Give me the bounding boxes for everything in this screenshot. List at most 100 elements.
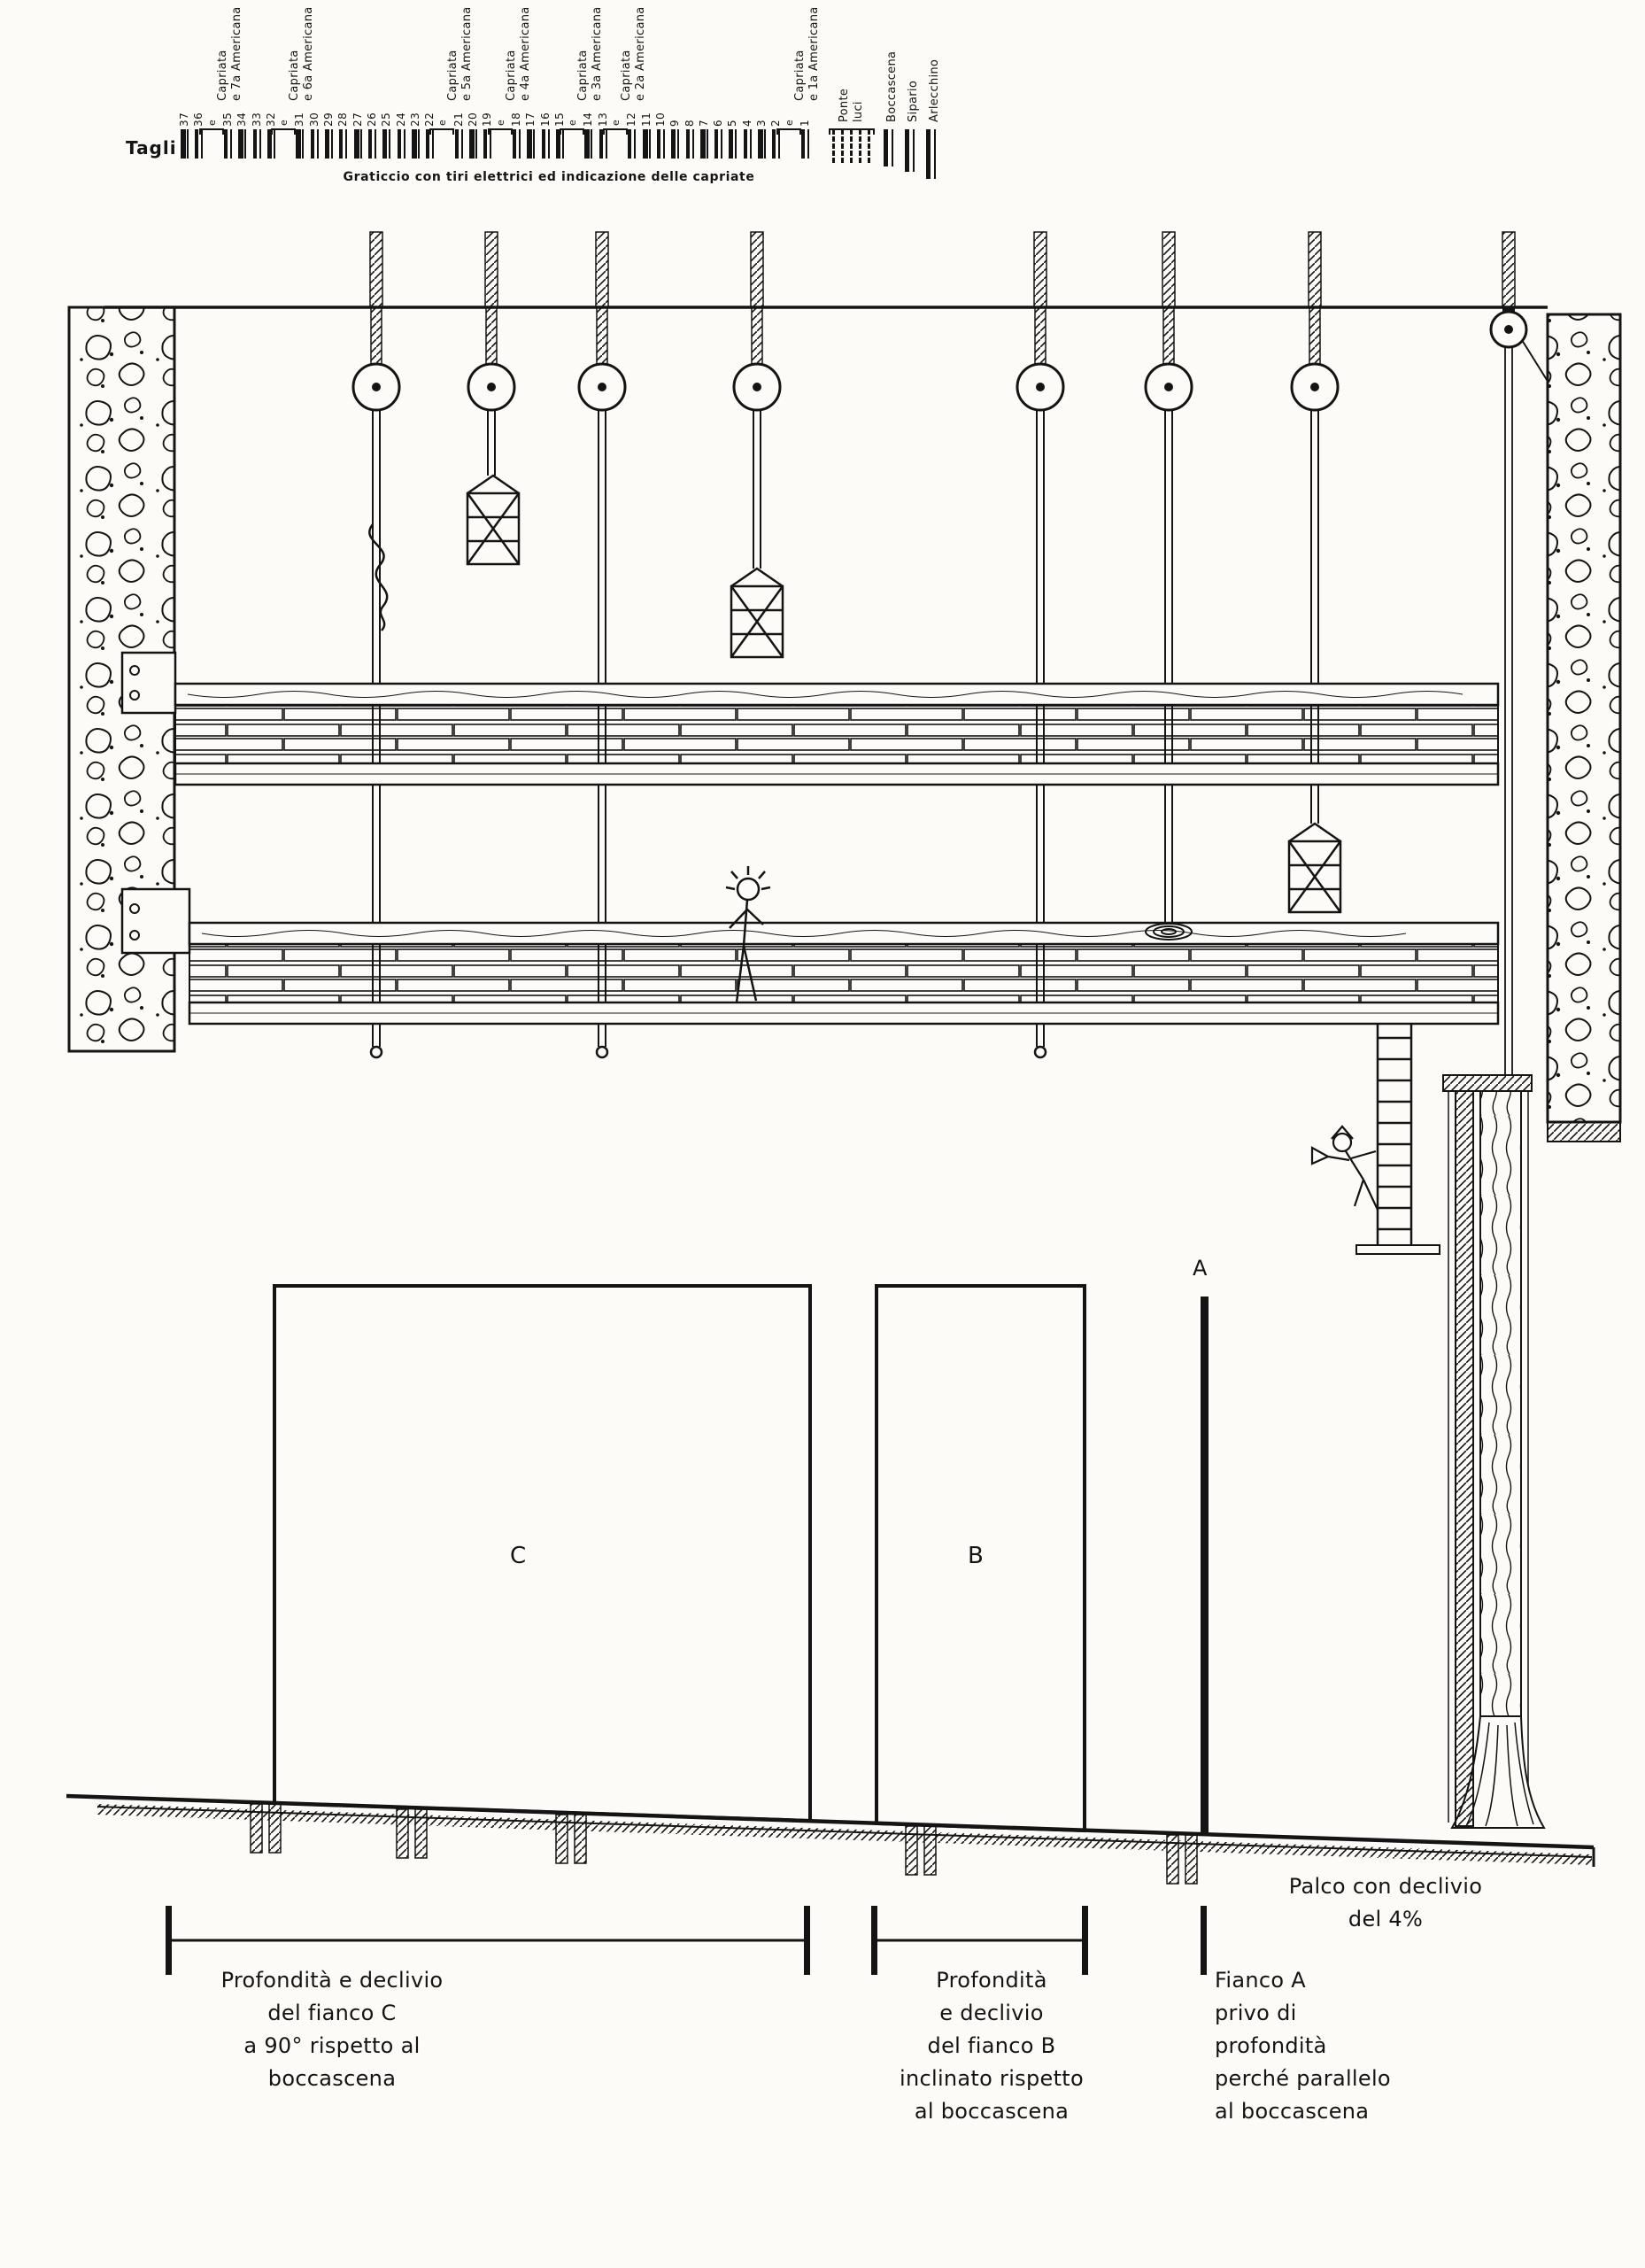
tick-bar-thin [677,129,680,159]
corner-pulley [1489,307,1549,1075]
tick-number: 12 [625,112,638,127]
tick-number: 16 [538,112,552,127]
flat-c [273,1284,812,1823]
tick-bar [397,129,401,159]
climbing-figure [1310,1125,1379,1211]
tick-bar-thin [648,129,651,159]
right-wall [1546,313,1622,1124]
tick-bar-thin [475,129,477,159]
tick-bar [266,129,272,159]
ruler-dashed-bar [832,129,835,163]
tick-e-label: e [610,119,622,126]
ruler-bar [905,129,909,172]
tick-bar-thin [201,129,204,159]
tick-bar [195,129,199,159]
ruler-bar [913,129,915,172]
tick-e-bracket [776,128,801,135]
tick-number: 35 [220,112,234,127]
tick-e-label: e [567,119,579,126]
tick-bar [656,129,660,159]
tick-number: 1 [798,119,811,127]
tick-bar [426,129,430,159]
tick-bar [325,129,329,159]
tick-number: 6 [712,119,725,127]
tick-bar [483,129,488,159]
flat-a [1201,1297,1209,1834]
tick-bar-thin [229,129,232,159]
sipario-assembly [1442,1074,1546,1829]
tick-bar-thin [403,129,405,159]
tick-bar [729,129,734,159]
tick-bar [527,129,533,159]
tick-number: 31 [293,112,306,127]
right-wall-ledge [1547,1121,1621,1142]
tick-bar-thin [374,129,376,159]
tick-number: 20 [467,112,479,127]
tick-e-bracket [603,128,628,135]
tick-number: 19 [481,112,494,127]
tick-bar-thin [359,129,362,159]
ruler-bar [884,129,888,166]
tick-number: 17 [524,112,537,127]
ruler-right-label: Sipario [907,80,920,122]
tick-number: 5 [726,119,739,127]
tick-e-bracket [198,128,224,135]
tick-bar [512,129,516,159]
tick-bar [454,129,459,159]
tick-bar-thin [533,129,536,159]
tick-bar [772,129,776,159]
flat-c-label: C [510,1543,528,1569]
tick-bar [541,129,545,159]
tick-bar-thin [417,129,420,159]
tick-bar-thin [273,129,275,159]
tick-bar-thin [432,129,435,159]
tick-number: 2 [769,119,783,127]
tick-bar-thin [316,129,319,159]
ladder [1355,1024,1440,1255]
tick-bar-thin [764,129,766,159]
tick-bar [252,129,257,159]
tick-bar-thin [547,129,550,159]
tick-bar-thin [735,129,738,159]
tick-bar [685,129,690,159]
pulley-7 [1290,306,1340,412]
counterweight-3 [1287,822,1342,914]
ruler-dashed-bar [841,129,844,163]
tick-bar [642,129,648,159]
tick-number: 25 [380,112,393,127]
tick-bar-thin [244,129,247,159]
tick-e-label: e [436,119,449,126]
tick-bar [599,129,603,159]
tick-bar [382,129,388,159]
tick-e-bracket [271,128,297,135]
flat-a-label: A [1193,1256,1209,1281]
tick-number: 13 [596,112,609,127]
tick-e-bracket [560,128,585,135]
tick-number: 28 [336,112,350,127]
pulley-5 [1016,306,1065,412]
tick-bar-thin [706,129,708,159]
ruler-dashed-bar [859,129,861,163]
tick-bar [367,129,372,159]
tick-bar [181,129,186,159]
stage-floor [66,1793,1595,1867]
tick-number: 3 [755,119,768,127]
tick-number: 24 [394,112,407,127]
tick-bar-thin [259,129,261,159]
rope-coil [1145,923,1193,940]
tick-number: 30 [307,112,321,127]
tick-bar [758,129,763,159]
tick-number: 26 [365,112,378,127]
tick-number: 36 [192,112,205,127]
gallery-upper [174,682,1500,786]
gallery-lower [188,921,1500,1026]
pulley-2 [467,306,516,412]
tick-bar-thin [187,129,189,159]
tick-number: 15 [552,112,566,127]
